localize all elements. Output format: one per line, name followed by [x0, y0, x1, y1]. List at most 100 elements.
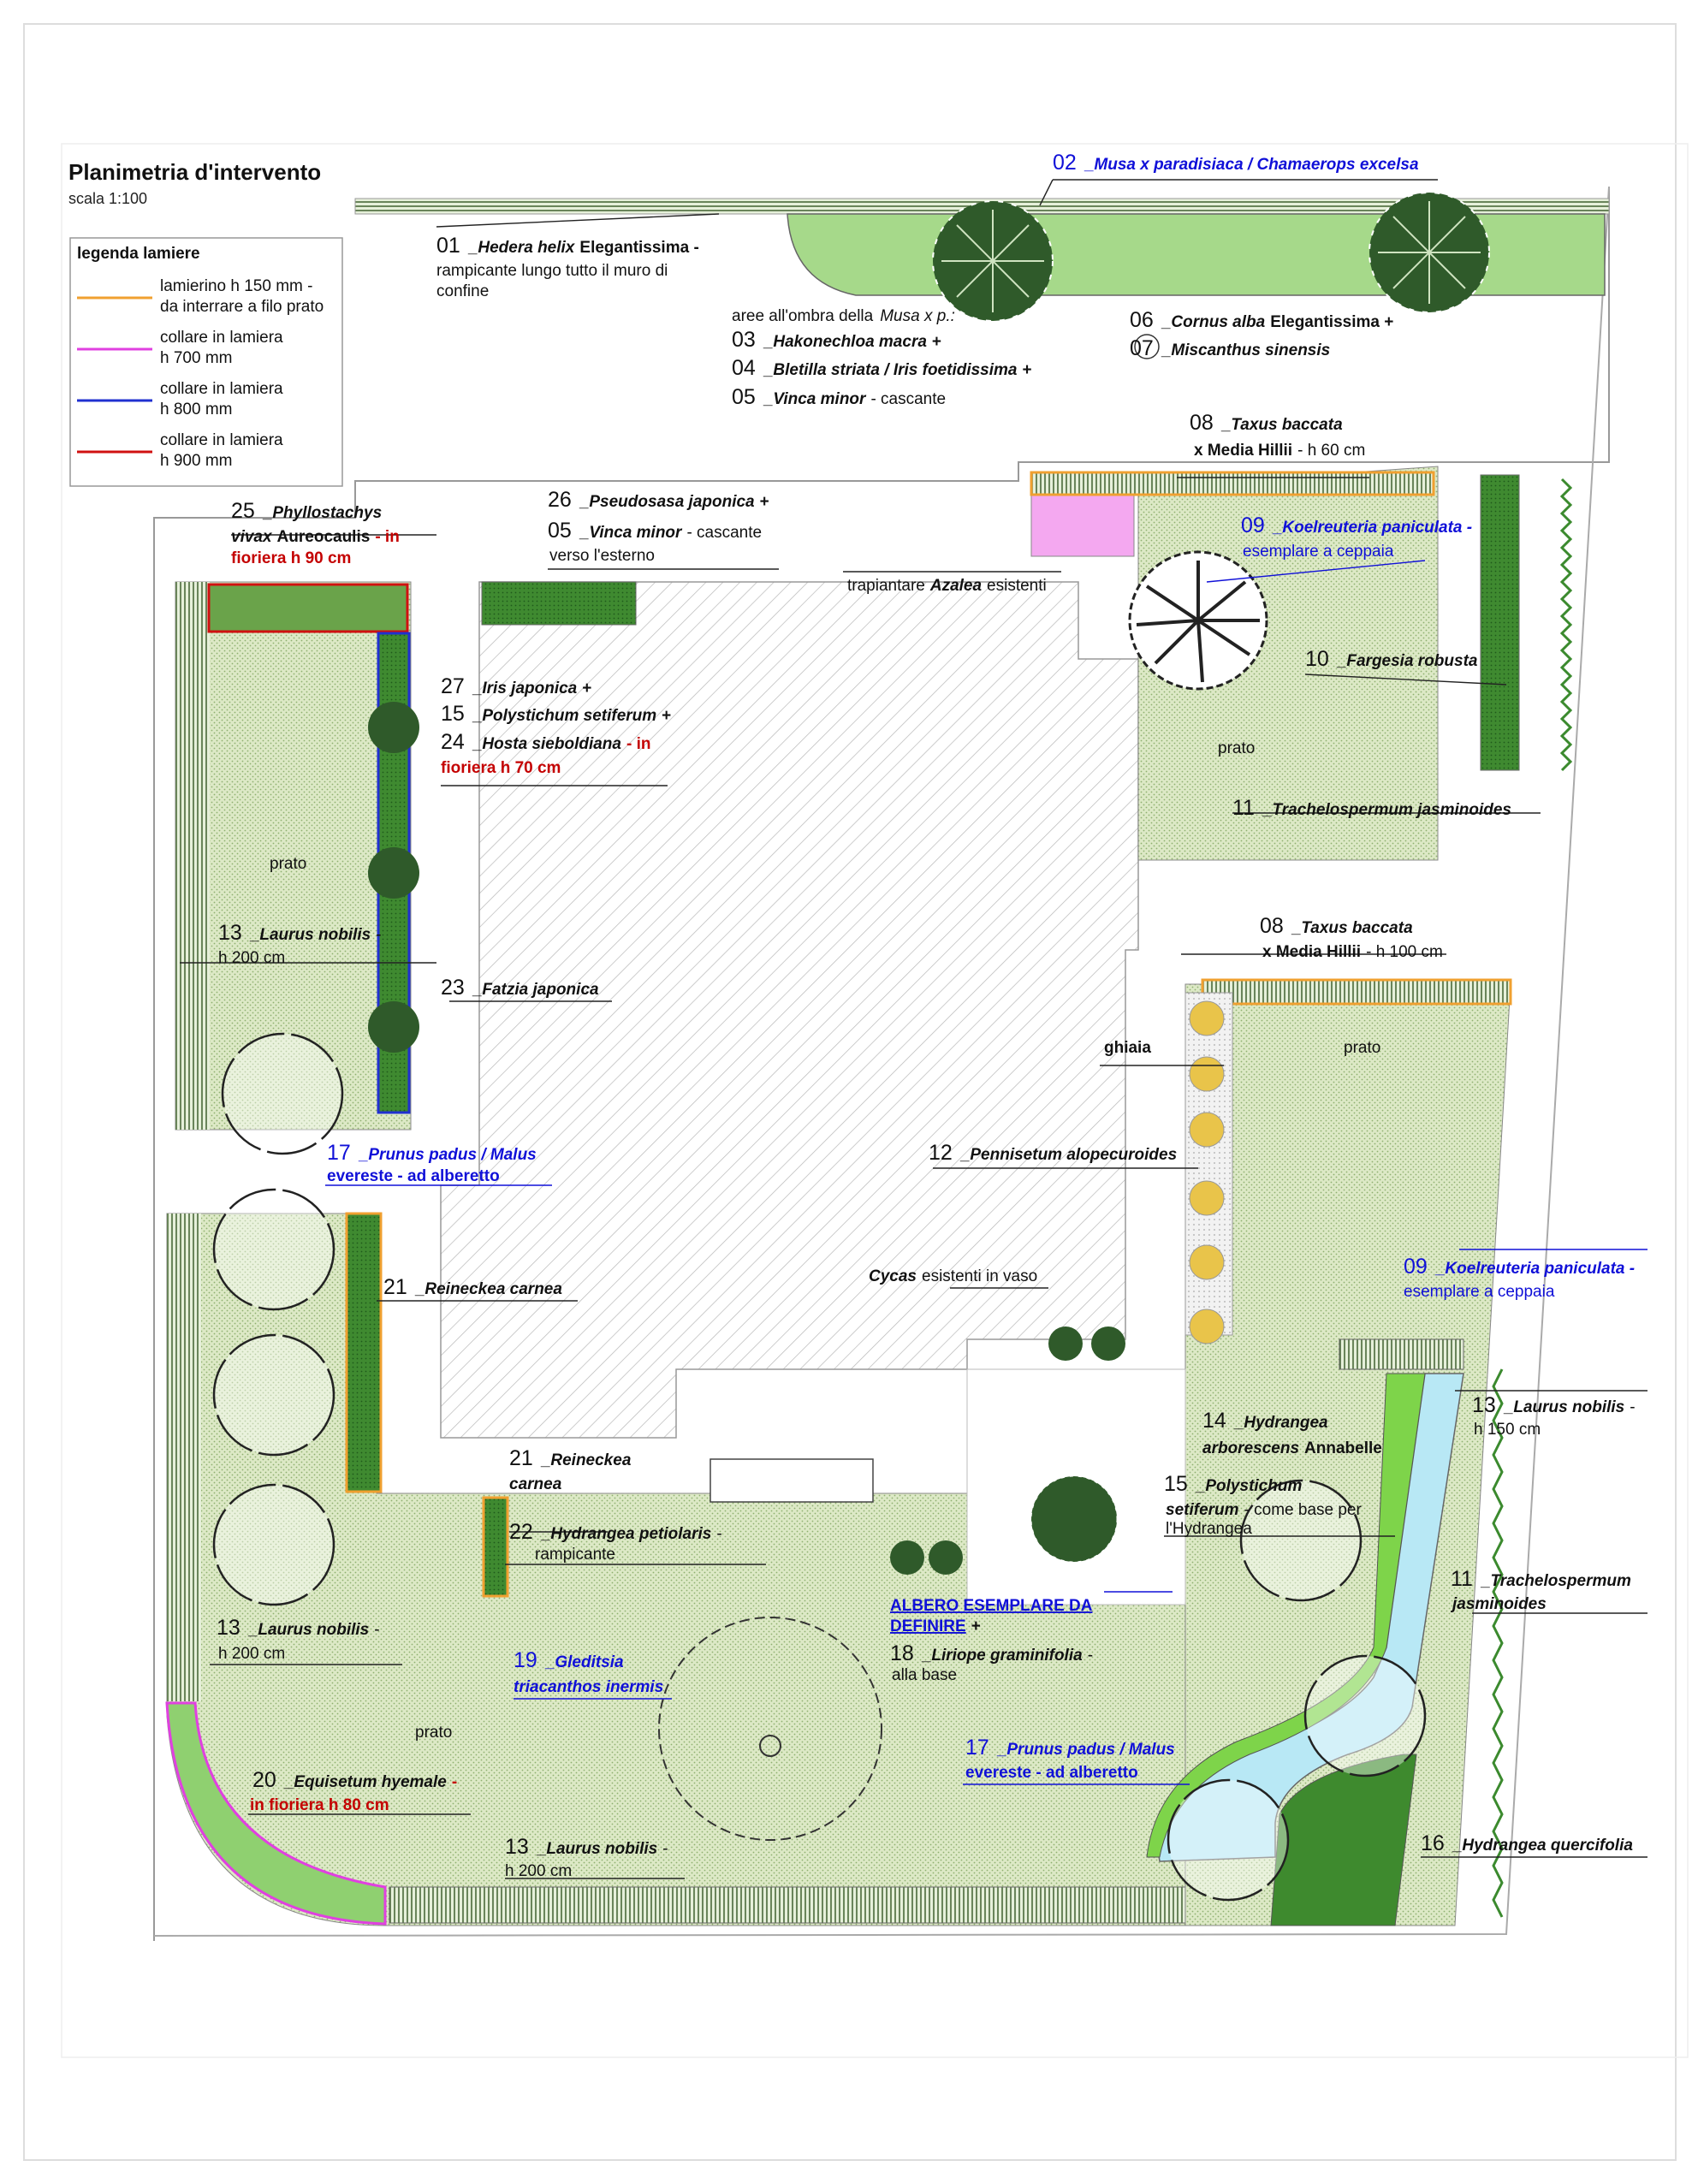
- l05b-desc2: verso l'esterno: [549, 547, 655, 565]
- pseudosasa-bed: [481, 581, 637, 626]
- l20-red: in fioriera h 80 cm: [250, 1796, 389, 1814]
- l14-name: _Hydrangea: [1233, 1414, 1328, 1432]
- l25-num: 25: [231, 499, 255, 523]
- svg-text:21_Reineckea: 21_Reineckea: [509, 1446, 632, 1470]
- l21b-name: _Reineckea: [540, 1451, 632, 1469]
- legend-label-line1: collare in lamiera: [160, 329, 283, 347]
- svg-text:DEFINIRE+: DEFINIRE+: [890, 1617, 981, 1635]
- svg-text:21_Reineckea carnea: 21_Reineckea carnea: [383, 1275, 562, 1299]
- laurus-tree-5: [1239, 1479, 1363, 1602]
- l13d-name: _Laurus nobilis: [536, 1840, 657, 1858]
- cycas-desc: esistenti in vaso: [922, 1267, 1037, 1285]
- legend-label-line1: collare in lamiera: [160, 380, 283, 398]
- l15b-it: setiferum: [1166, 1501, 1239, 1519]
- l04-num: 04: [732, 356, 756, 380]
- l08b-desc: x Media Hillii: [1262, 943, 1361, 961]
- laurus-tree-7: [1167, 1778, 1290, 1902]
- pennisetum-4: [1189, 1180, 1225, 1216]
- l26-num: 26: [548, 488, 572, 512]
- l18-dash: -: [1088, 1647, 1093, 1665]
- l08a-desc: x Media Hillii: [1194, 442, 1292, 460]
- cycas-1: [1048, 1326, 1083, 1361]
- l10-name: _Fargesia robusta: [1336, 652, 1478, 670]
- trachelospermum-upper: [1559, 478, 1573, 772]
- svg-text:24_Hosta sieboldiana- in: 24_Hosta sieboldiana- in: [441, 730, 650, 754]
- l15a-num: 15: [441, 702, 465, 726]
- gravel-strip: [1184, 992, 1233, 1336]
- trachelospermum-lower: [1492, 1368, 1504, 1918]
- liriope-strip: [1146, 1373, 1426, 1858]
- laurus-hedge-lower-left: [167, 1214, 201, 1701]
- l24-red2: fioriera h 70 cm: [441, 759, 561, 777]
- svg-text:07_Miscanthus sinensis: 07 _Miscanthus sinensis: [1130, 336, 1330, 360]
- svg-text:27_Iris japonica+: 27 _Iris japonica+: [441, 674, 591, 698]
- l13b-num: 13: [1472, 1393, 1496, 1417]
- taxus-hedge-upper: [1030, 471, 1435, 496]
- l15a-plus: +: [662, 707, 671, 725]
- legend-title: legenda lamiere: [77, 245, 200, 263]
- svg-text:15_Polystichum: 15_Polystichum: [1164, 1472, 1302, 1496]
- svg-text:09_Koelreuteria paniculata -: 09_Koelreuteria paniculata -: [1404, 1255, 1635, 1279]
- gleditsia-tree: [658, 1617, 882, 1841]
- l27-name: _Iris japonica: [472, 680, 578, 697]
- l10-num: 10: [1305, 647, 1329, 671]
- prato-label-4: prato: [415, 1724, 452, 1742]
- l08a-num: 08: [1190, 411, 1214, 435]
- l01-cult: Elegantissima -: [579, 239, 698, 257]
- iris-shrub: [368, 702, 419, 753]
- svg-text:14_Hydrangea: 14 _Hydrangea: [1202, 1409, 1328, 1433]
- shade-pre: aree all'ombra della: [732, 307, 874, 325]
- legend-label-line2: h 900 mm: [160, 452, 232, 470]
- l01-num: 01: [436, 234, 460, 258]
- svg-text:13_Laurus nobilis-: 13_Laurus nobilis-: [217, 1616, 380, 1640]
- prato-label-1: prato: [1218, 739, 1255, 757]
- svg-text:x Media Hillii- h 100 cm: x Media Hillii- h 100 cm: [1262, 943, 1443, 961]
- l19-num: 19: [514, 1648, 537, 1672]
- legend-label-line2: h 700 mm: [160, 349, 232, 367]
- l13b-dash: -: [1630, 1398, 1635, 1416]
- l27-plus: +: [582, 680, 591, 697]
- svg-text:05_Vinca minor- cascante: 05_Vinca minor- cascante: [548, 519, 762, 543]
- l07-name: _Miscanthus sinensis: [1161, 341, 1330, 359]
- sheet-border: [23, 23, 1677, 2161]
- l13b-name: _Laurus nobilis: [1503, 1398, 1624, 1416]
- l14-num: 14: [1202, 1409, 1226, 1433]
- l20-name: _Equisetum hyemale: [283, 1773, 447, 1791]
- albero-esemplare: [1030, 1475, 1118, 1563]
- l13c-height: h 200 cm: [218, 1645, 285, 1663]
- l15b-desc: - come base per: [1244, 1501, 1363, 1519]
- prato-label-2: prato: [270, 855, 306, 873]
- miscanthus-symbol: [1134, 334, 1160, 359]
- l06-num: 06: [1130, 308, 1154, 332]
- fargesia-bed: [1480, 474, 1520, 771]
- l01-desc2: confine: [436, 282, 489, 300]
- laurus-hedge-right: [1339, 1338, 1464, 1370]
- l04-plus: +: [1022, 361, 1031, 379]
- l14-it: arborescens: [1202, 1439, 1299, 1457]
- l15b-desc2: l'Hydrangea: [1166, 1520, 1252, 1538]
- laurus-tree-2: [212, 1188, 335, 1311]
- svg-text:11_Trachelospermum jasminoides: 11_Trachelospermum jasminoides: [1232, 796, 1511, 820]
- l14-cult: Annabelle: [1304, 1439, 1382, 1457]
- svg-text:17_Prunus padus / Malus: 17_Prunus padus / Malus: [965, 1736, 1175, 1760]
- l23-num: 23: [441, 976, 465, 1000]
- cycas-4: [929, 1540, 963, 1575]
- l22-name: _Hydrangea petiolaris: [540, 1525, 712, 1543]
- legend-label-line2: da interrare a filo prato: [160, 298, 324, 316]
- azalea-pre: trapiantare: [847, 577, 925, 595]
- pennisetum-2: [1189, 1056, 1225, 1092]
- l05-num: 05: [732, 385, 756, 409]
- l11a-num: 11: [1232, 796, 1255, 820]
- l09b-desc: esemplare a ceppaia: [1404, 1283, 1555, 1301]
- l07-num: 07: [1130, 336, 1154, 360]
- equisetum-planter: [165, 1701, 387, 1926]
- site-boundary-east: [153, 186, 1610, 1937]
- l27-num: 27: [441, 674, 465, 698]
